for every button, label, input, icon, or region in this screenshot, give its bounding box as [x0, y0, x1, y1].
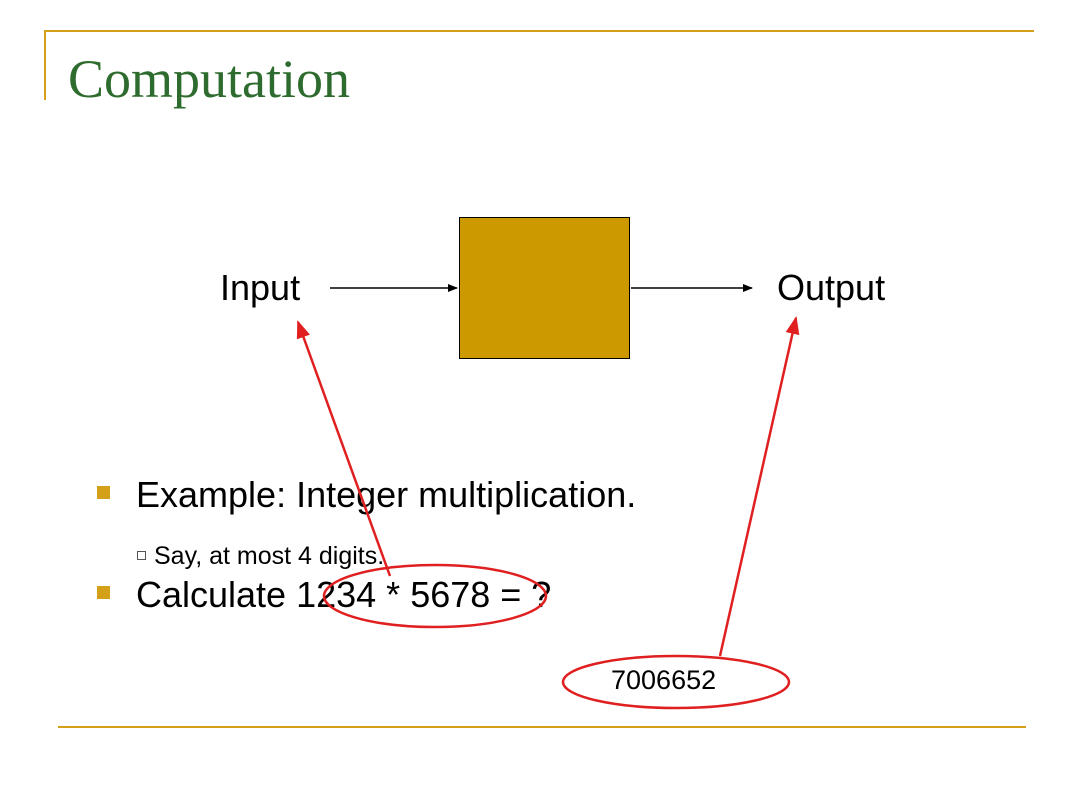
calculate-prefix: Calculate [136, 574, 297, 615]
bullet-example: Example: Integer multiplication. [136, 474, 637, 515]
result-value: 7006652 [611, 665, 717, 695]
output-label: Output [777, 267, 886, 308]
red-arrow-to-output [718, 316, 800, 657]
calculate-suffix: = ? [490, 574, 552, 615]
sub-bullet-square-icon [137, 551, 146, 560]
bullet-calculate: Calculate 1234 * 5678 = ? [136, 577, 551, 613]
input-label: Input [220, 267, 301, 308]
title-accent-vertical [44, 30, 46, 100]
bullet-square-icon [97, 586, 110, 599]
bullet-square-icon [97, 486, 110, 499]
computation-box [459, 217, 630, 359]
red-arrow-to-input [296, 320, 392, 577]
page-title: Computation [68, 49, 350, 109]
title-accent-horizontal [44, 30, 1034, 32]
footer-divider [58, 726, 1026, 728]
sub-bullet-digits: Say, at most 4 digits. [154, 542, 385, 570]
calculate-expression: 1234 * 5678 [296, 574, 491, 615]
